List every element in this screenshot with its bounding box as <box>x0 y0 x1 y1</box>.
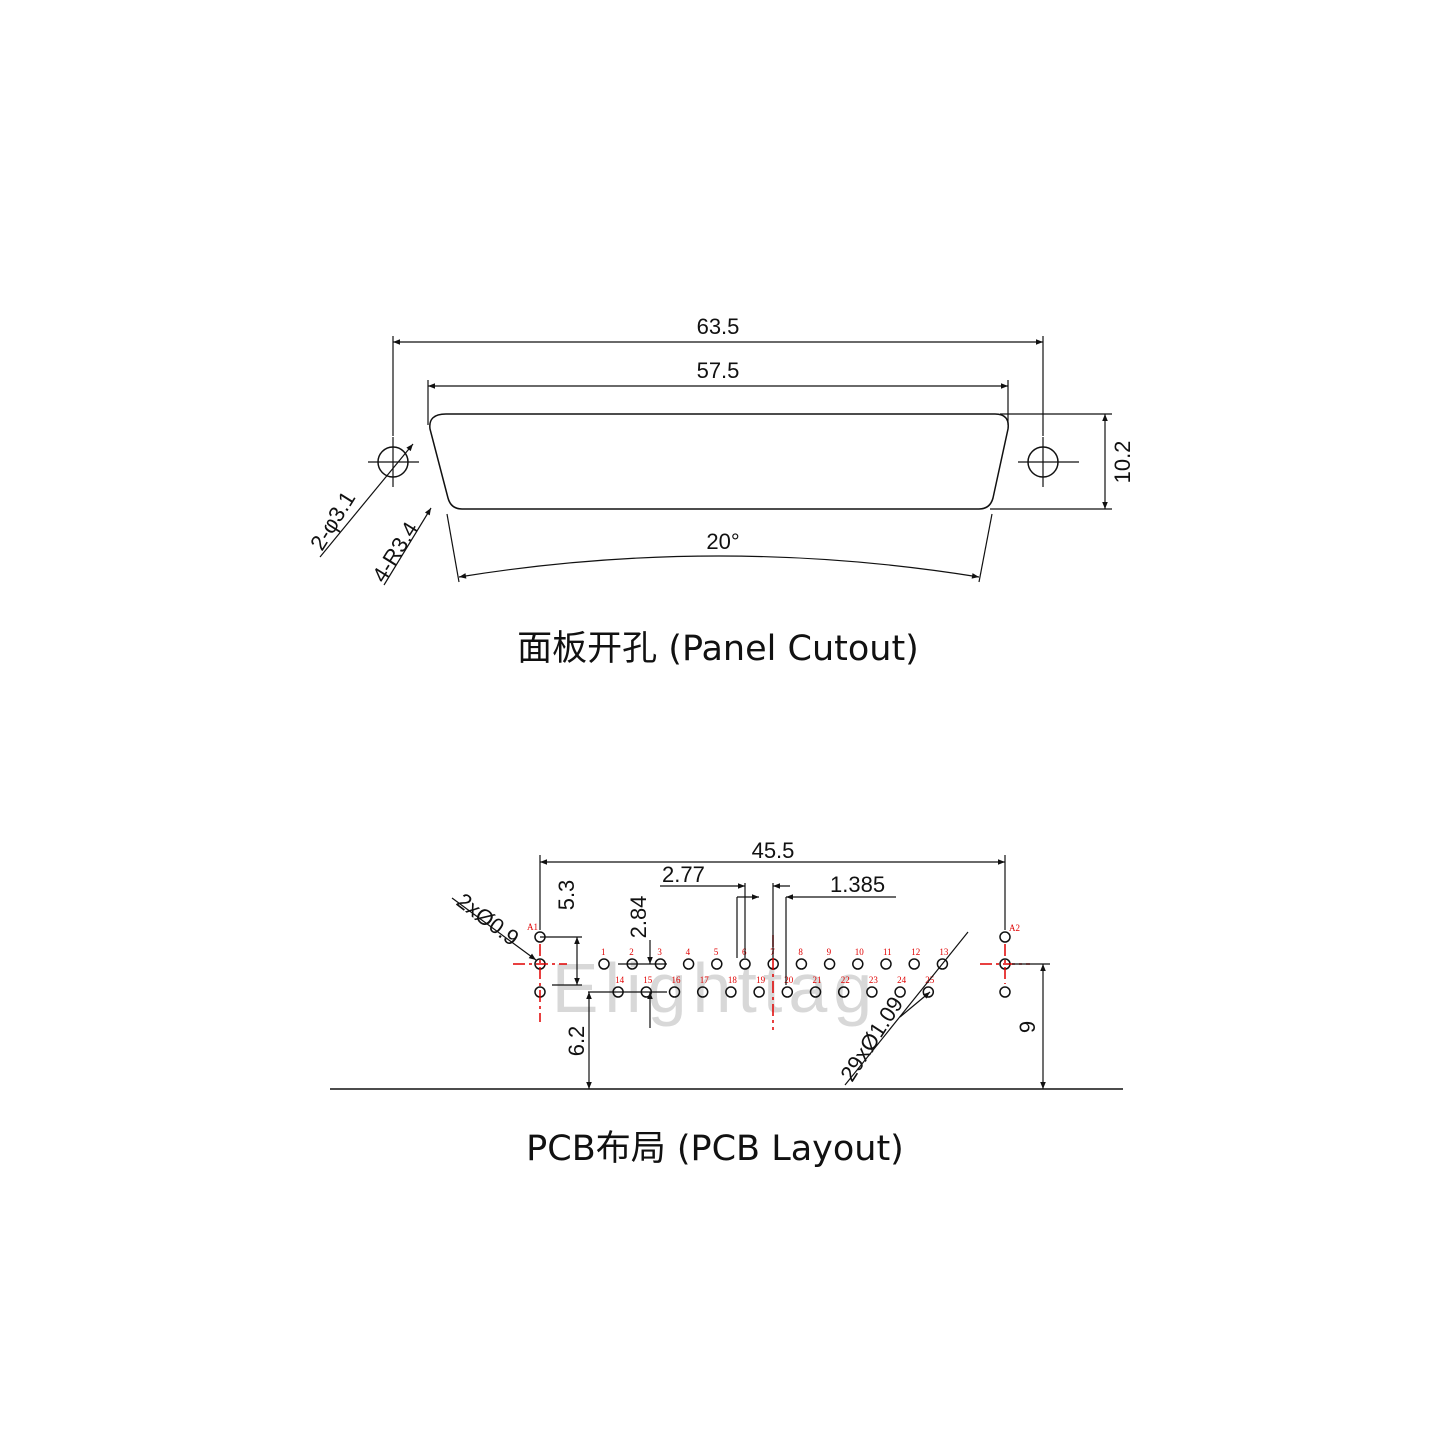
dim-radius: 4-R3.4 <box>367 517 423 586</box>
pin-label: 12 <box>911 947 920 957</box>
pin-label: 21 <box>813 975 822 985</box>
pin-hole-10 <box>852 958 864 970</box>
pin-label: 15 <box>643 975 653 985</box>
dim-mount-offset: 5.3 <box>554 880 579 911</box>
pin-label: 8 <box>798 947 803 957</box>
pin-label: 13 <box>939 947 949 957</box>
pin-hole-21 <box>809 986 822 998</box>
mount-hole-leader <box>451 897 537 961</box>
pin-hole-18 <box>725 986 737 998</box>
pin-label: 14 <box>615 975 625 985</box>
pin-hole-16 <box>668 986 681 998</box>
pin-hole-13 <box>936 958 949 970</box>
left-hole-group: A1 <box>513 922 567 1022</box>
pin-hole-19 <box>753 986 765 998</box>
right-hole-group: A2 <box>980 923 1030 998</box>
pin-label: 18 <box>728 975 738 985</box>
dim-overall-width: 63.5 <box>697 314 740 339</box>
pin-label: 17 <box>700 975 710 985</box>
right-mounting-hole <box>1018 437 1079 487</box>
pin-hole-8 <box>795 958 808 970</box>
pin-label: 1 <box>601 947 606 957</box>
pin-hole-4 <box>682 958 695 970</box>
dim-pitch: 2.77 <box>662 862 705 887</box>
pin-label: 4 <box>686 947 691 957</box>
pin-label: 16 <box>672 975 682 985</box>
pin-hole-17 <box>696 986 709 998</box>
radius-leader <box>383 507 432 586</box>
pin-label: 3 <box>657 947 662 957</box>
panel-cutout-caption: 面板开孔 (Panel Cutout) <box>517 629 919 669</box>
pin-hole-25 <box>922 986 935 998</box>
dim-row-spacing: 2.84 <box>626 896 651 939</box>
pin-label: 19 <box>756 975 766 985</box>
pin-label: 22 <box>841 975 850 985</box>
pin-hole-11 <box>880 958 892 970</box>
dim-hole: 2-φ3.1 <box>305 487 360 555</box>
pin-label: 24 <box>897 975 907 985</box>
pin-hole-leader <box>844 931 969 1086</box>
pin-hole-22 <box>837 986 850 998</box>
pin-hole-23 <box>866 986 878 998</box>
pin-label: 2 <box>629 947 634 957</box>
pin-hole-1 <box>598 958 610 970</box>
pin-hole-9 <box>823 958 836 970</box>
dim-mount-holes: 2xØ0.9 <box>452 888 524 951</box>
pin-hole-12 <box>908 958 920 970</box>
pin-hole-20 <box>781 986 794 998</box>
d-sub-opening-outline <box>429 413 1009 510</box>
pin-hole-6 <box>739 958 751 970</box>
label-a1: A1 <box>527 922 538 932</box>
pin-label: 9 <box>827 947 832 957</box>
dim-arc-angle <box>458 555 980 579</box>
pin-hole-5 <box>711 958 723 970</box>
label-a2: A2 <box>1009 923 1020 933</box>
pin-hole-24 <box>894 986 906 998</box>
pin-label: 11 <box>883 947 892 957</box>
pin-label: 5 <box>714 947 719 957</box>
pin-label: 20 <box>784 975 794 985</box>
panel-cutout-view: 63.5 57.5 10.2 20° 2-φ3.1 4-R3.4 面板开孔 (P… <box>305 314 1135 669</box>
dim-bottom-offset: 6.2 <box>564 1026 589 1057</box>
dim-half-pitch: 1.385 <box>830 872 885 897</box>
pin-label: 23 <box>869 975 879 985</box>
dim-edge-offset: 9 <box>1015 1021 1040 1033</box>
left-mounting-hole <box>368 437 419 487</box>
dim-height: 10.2 <box>1110 441 1135 484</box>
dim-angle: 20° <box>706 529 739 554</box>
hole-leader <box>319 443 414 558</box>
pin-label: 10 <box>855 947 865 957</box>
pcb-layout-caption: PCB布局 (PCB Layout) <box>526 1129 904 1169</box>
dim-overall: 45.5 <box>752 838 795 863</box>
dim-opening-width: 57.5 <box>697 358 740 383</box>
